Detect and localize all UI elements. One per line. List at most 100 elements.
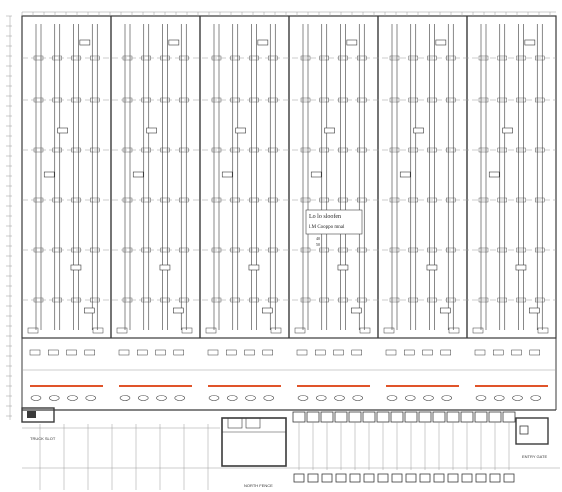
dock-door (474, 411, 488, 423)
dock-door (488, 411, 502, 423)
rack-bay-marker (249, 97, 259, 103)
rack-bay-marker (516, 55, 526, 61)
floor-drain (386, 395, 398, 401)
rack-tag (43, 171, 55, 178)
rack-bay-marker (408, 197, 418, 203)
rack-bay-marker (338, 97, 348, 103)
rack-tag (413, 127, 424, 134)
rack-bay-marker (338, 147, 348, 153)
staging-marker (29, 349, 41, 356)
rack-bay-marker (535, 247, 545, 253)
rack-bay-marker (122, 55, 133, 61)
rack-tag (515, 264, 527, 271)
floor-drain (156, 395, 167, 401)
rack-tag (235, 127, 246, 134)
rack-bay-marker (71, 247, 81, 253)
rack-bay-marker (268, 297, 278, 303)
bottom-right-label: ENTRY GATE (522, 454, 547, 459)
truck-trailer (503, 473, 515, 483)
rack-bay-marker (249, 147, 259, 153)
rack-bay-marker (160, 97, 170, 103)
rack-bay-marker (427, 55, 437, 61)
rack-bay-marker (427, 247, 437, 253)
truck-trailer (461, 473, 473, 483)
dock-door (432, 411, 446, 423)
rack-bay-marker (535, 55, 545, 61)
dock-door (334, 411, 348, 423)
rack-bay-marker (179, 97, 189, 103)
rack-bay-marker (52, 55, 62, 61)
dock-door (460, 411, 474, 423)
staging-marker (118, 349, 130, 356)
rack-tag (168, 39, 180, 46)
rack-bay-marker (71, 297, 81, 303)
dock-door (502, 411, 516, 423)
rack-bay-marker (90, 97, 100, 103)
aisle-end-block (294, 327, 306, 334)
staging-marker (262, 349, 273, 356)
rack-bay-marker (179, 297, 189, 303)
aisle-end-block (116, 327, 128, 334)
left-annex (21, 407, 55, 423)
center-note-line2: l.M Cooppo mnal (309, 225, 345, 230)
rack-bay-marker (357, 247, 367, 253)
rack-bay-marker (408, 55, 418, 61)
rack-tag (524, 39, 536, 46)
staging-marker (511, 349, 522, 356)
floor-drain (263, 395, 275, 401)
rack-bay-marker (300, 147, 311, 153)
staging-marker (315, 349, 326, 356)
rack-bay-marker (497, 147, 507, 153)
rack-bay-marker (52, 97, 62, 103)
rack-bay-marker (52, 147, 62, 153)
rack-bay-marker (141, 55, 151, 61)
staging-marker (173, 349, 184, 356)
staging-marker (66, 349, 77, 356)
rack-bay-marker (338, 247, 348, 253)
rack-bay-marker (300, 197, 311, 203)
rack-bay-marker (300, 55, 311, 61)
truck-trailer (489, 473, 501, 483)
bottom-left-label: TRUCK SLOT (30, 436, 56, 441)
staging-marker (493, 349, 504, 356)
rack-tag (248, 264, 260, 271)
floor-drain (530, 395, 542, 401)
dock-door (376, 411, 390, 423)
rack-tag (57, 127, 68, 134)
rack-bay-marker (141, 97, 151, 103)
center-note-box (305, 209, 363, 235)
bottom-label: NORTH FENCE (244, 483, 273, 488)
staging-marker (226, 349, 237, 356)
rack-bay-marker (389, 147, 400, 153)
rack-bay-marker (389, 97, 400, 103)
dock-door (348, 411, 362, 423)
rack-bay-marker (478, 297, 489, 303)
rack-bay-marker (357, 297, 367, 303)
rack-bay-marker (319, 197, 329, 203)
rack-tag (257, 39, 269, 46)
rack-bay-marker (179, 147, 189, 153)
rack-bay-marker (357, 55, 367, 61)
aisle-end-block (270, 327, 282, 334)
rack-tag (159, 264, 171, 271)
rack-bay-marker (427, 297, 437, 303)
truck-trailer (307, 473, 319, 483)
dock-door (404, 411, 418, 423)
rack-bay-marker (179, 55, 189, 61)
floor-drain (137, 395, 149, 401)
rack-bay-marker (319, 55, 329, 61)
right-annex (515, 417, 549, 445)
floor-drain (423, 395, 434, 401)
dock-door (418, 411, 432, 423)
dock-door (292, 411, 306, 423)
rack-bay-marker (211, 247, 222, 253)
truck-trailer (335, 473, 347, 483)
rack-bay-marker (497, 55, 507, 61)
dock-door (320, 411, 334, 423)
floor-drain (245, 395, 256, 401)
rack-bay-marker (230, 97, 240, 103)
rack-tag (399, 171, 411, 178)
rack-bay-marker (211, 147, 222, 153)
floor-drain (404, 395, 416, 401)
rack-bay-marker (497, 97, 507, 103)
